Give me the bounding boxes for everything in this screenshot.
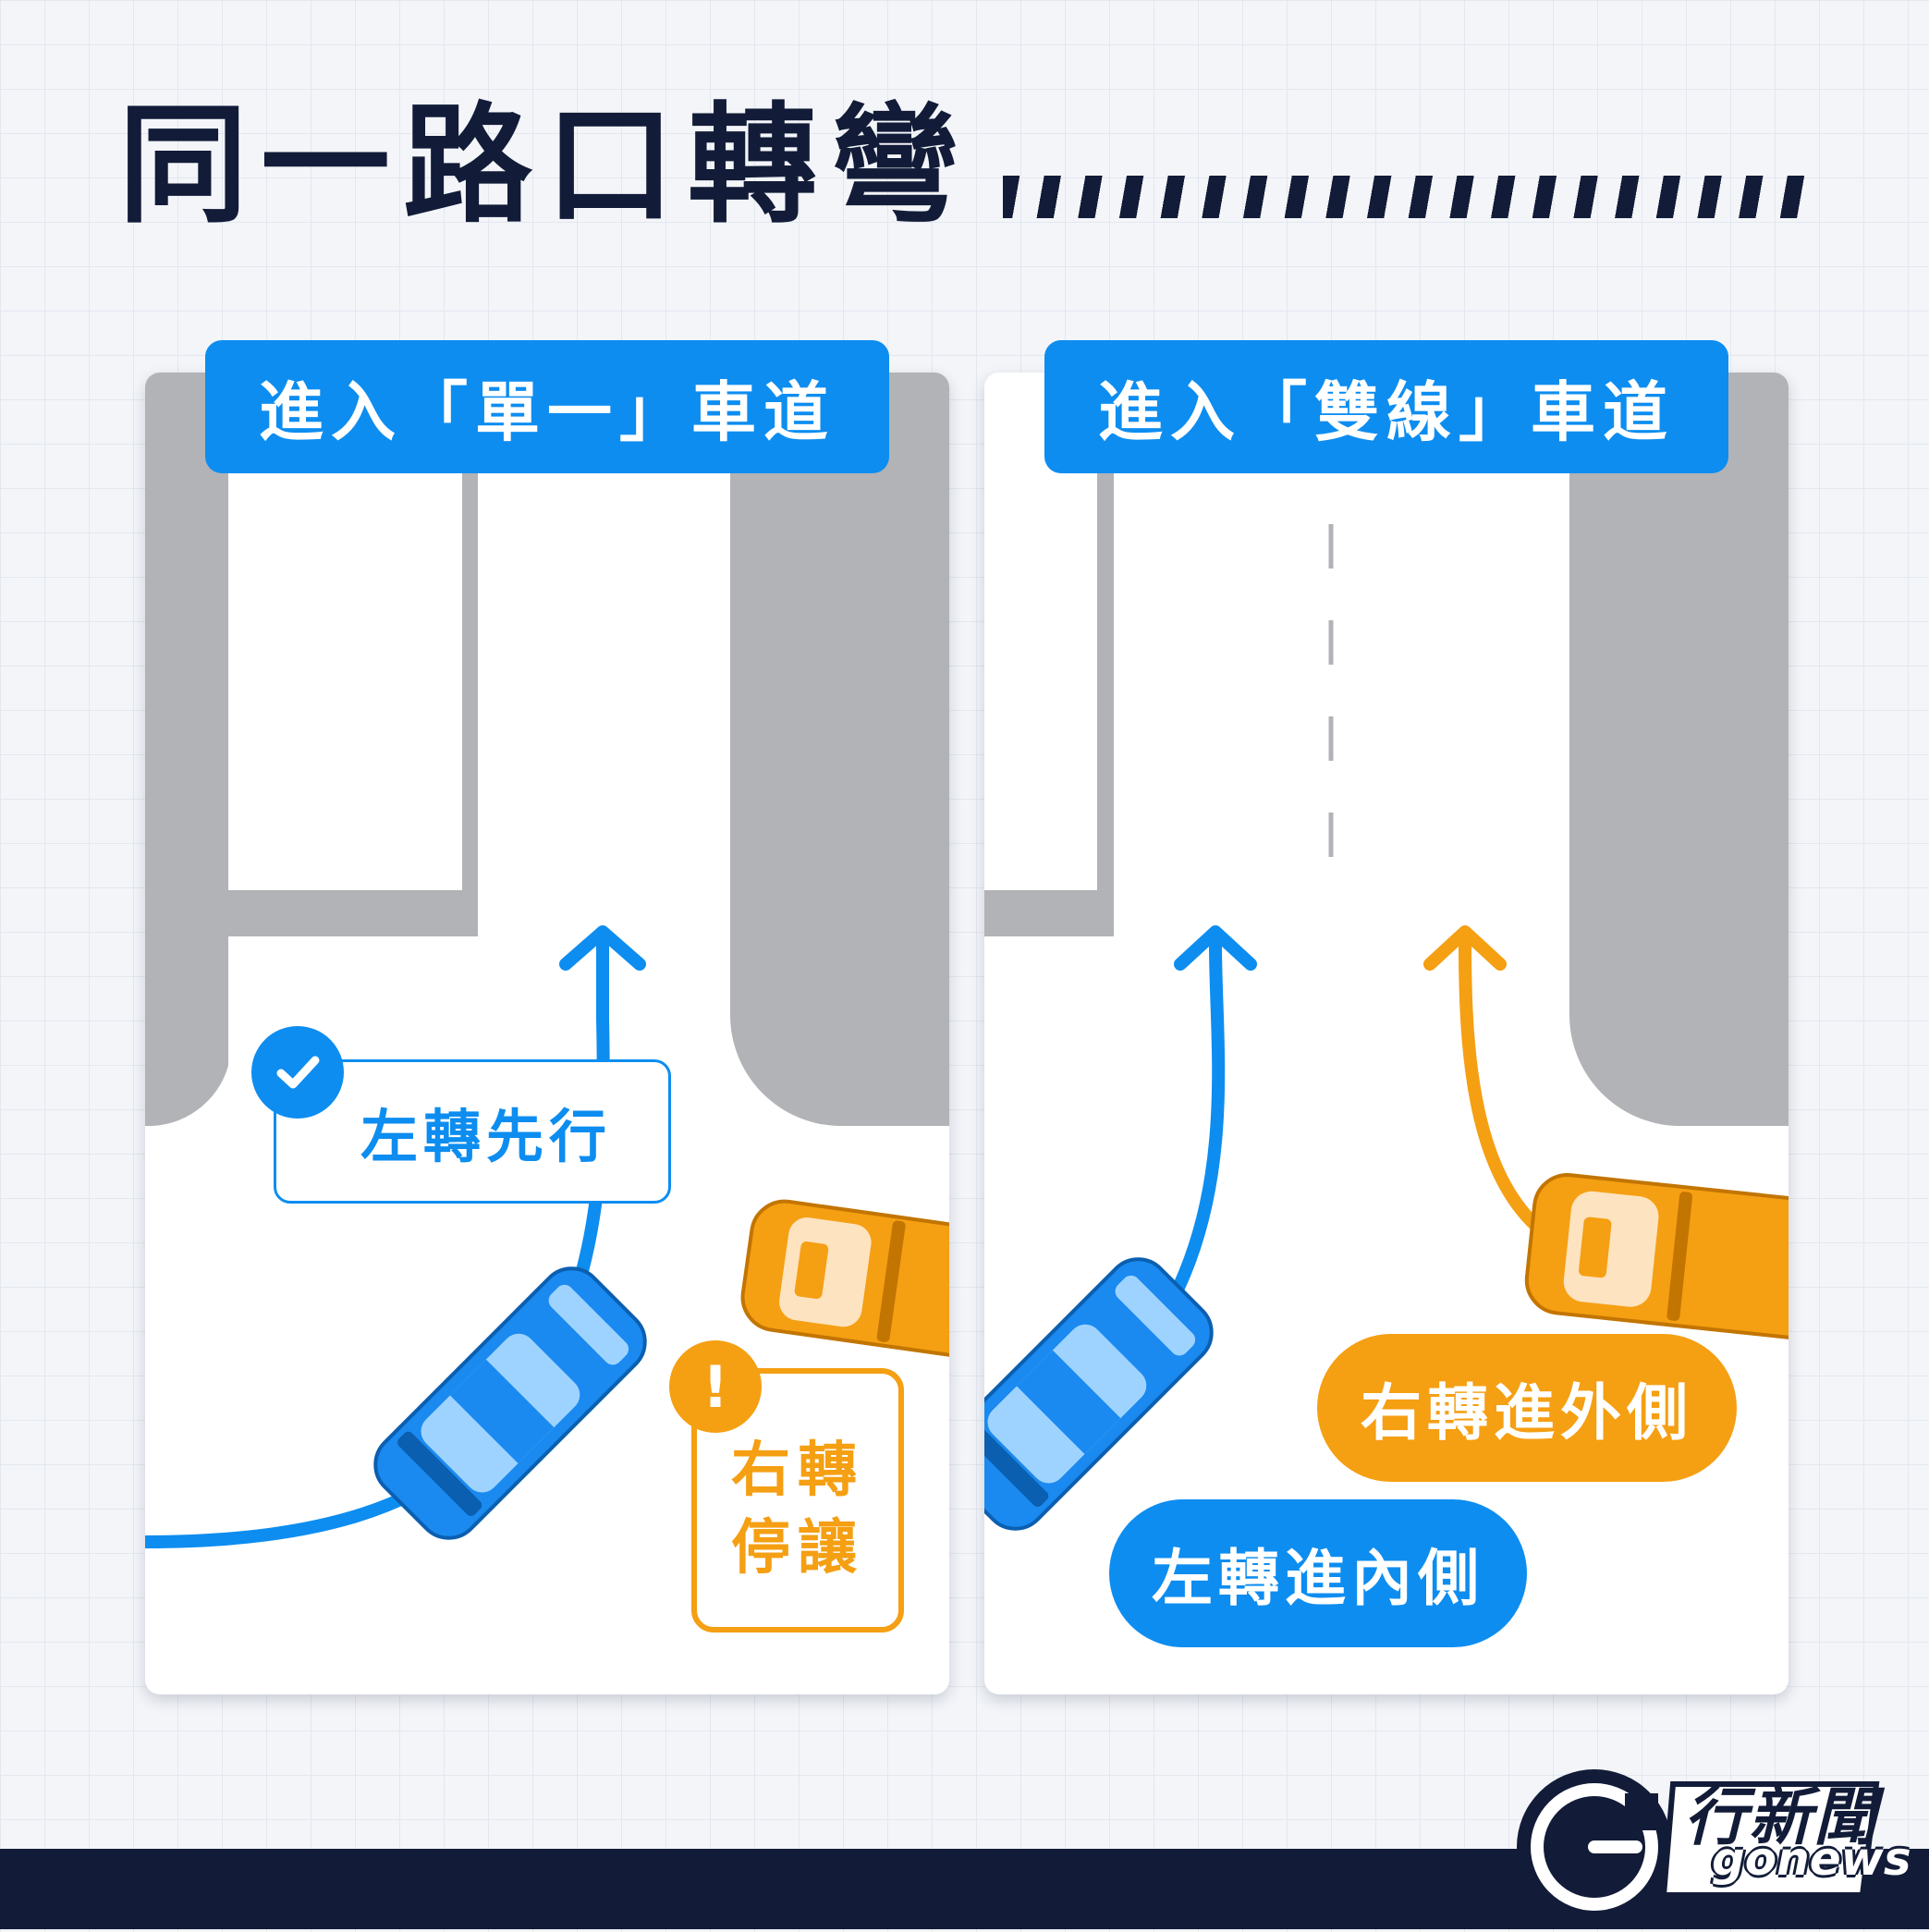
panel-single-lane [145,373,949,1694]
panel-double-lane [984,373,1789,1694]
pill-left-turn-inner: 左轉進內側 [1109,1499,1527,1647]
road-edge-right [1569,373,1789,1126]
orange-car-right [1524,1173,1789,1347]
blue-car [373,1266,647,1540]
page-title: 同一路口轉彎 [118,91,973,241]
blue-car [984,1257,1214,1531]
callout-left-first: 左轉先行 [274,1059,671,1204]
road-edge-right [730,373,949,1126]
double-lane-scene [984,373,1789,1531]
tag-single-lane: 進入「單一」車道 [205,340,889,473]
exclamation-icon: ! [669,1340,762,1433]
logo-name-en: gonews [1712,1832,1911,1886]
hazard-stripes [1003,176,1816,218]
g-circle-icon [1517,1769,1880,1925]
left-turn-arrow [559,925,646,971]
callout-right-yield-line1: 右轉 [731,1437,864,1505]
tag-double-lane: 進入「雙線」車道 [1044,340,1728,473]
orange-car-left [740,1199,949,1367]
pill-right-turn-outer: 右轉進外側 [1317,1334,1737,1482]
single-lane-scene [145,373,949,1548]
outer-lane-path [1459,939,1550,1239]
inner-lane-path [1172,939,1226,1294]
logo-name-cn: 行新聞 [1684,1781,1879,1854]
callout-right-yield-line2: 停讓 [731,1514,864,1583]
check-icon [251,1026,344,1119]
